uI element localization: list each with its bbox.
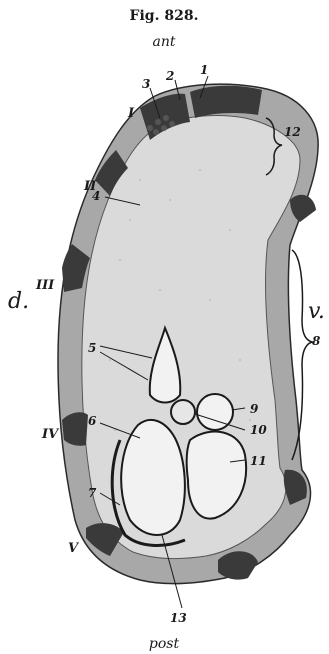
- figure-title: Fig. 828.: [130, 8, 199, 24]
- segment-label-IV: IV: [41, 427, 60, 442]
- anterior-label: ant: [153, 34, 176, 50]
- part-label-2: 2: [165, 69, 174, 83]
- part-label-6: 6: [88, 414, 97, 428]
- structure-6: [121, 420, 185, 535]
- part-label-8: 8: [312, 334, 321, 348]
- patch-anterior-top: [190, 86, 262, 118]
- part-label-4: 4: [92, 189, 100, 203]
- segment-label-III: III: [35, 278, 55, 293]
- dorsal-label: d.: [8, 289, 29, 314]
- part-label-5: 5: [88, 341, 96, 355]
- part-label-3: 3: [142, 77, 150, 91]
- ventral-label: v.: [308, 299, 325, 324]
- segment-label-I: I: [127, 106, 135, 121]
- structure-10: [171, 400, 195, 424]
- part-label-9: 9: [250, 402, 259, 416]
- part-label-7: 7: [88, 486, 97, 500]
- part-label-1: 1: [200, 63, 208, 77]
- part-label-13: 13: [170, 611, 187, 625]
- patch-IV: [62, 412, 88, 445]
- part-label-12: 12: [284, 125, 301, 139]
- part-label-10: 10: [250, 423, 267, 437]
- part-label-11: 11: [250, 454, 267, 468]
- posterior-label: post: [149, 636, 180, 652]
